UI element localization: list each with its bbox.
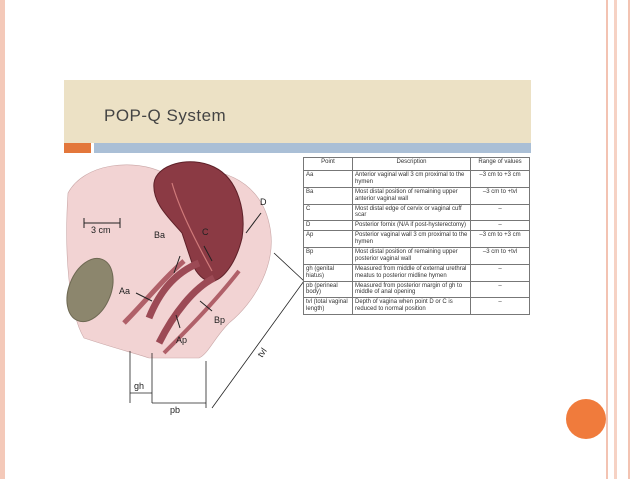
- label-pb: pb: [170, 405, 180, 415]
- table-row: C Most distal edge of cervix or vaginal …: [303, 203, 530, 222]
- pelvic-anatomy-diagram: 3 cm Ba C D Aa Bp Ap tvl gh pb: [66, 161, 304, 415]
- header-point: Point: [303, 157, 353, 171]
- cell-description: Measured from middle of external urethra…: [352, 263, 471, 282]
- cell-point: C: [303, 203, 353, 222]
- cell-range: –: [470, 280, 530, 299]
- cell-description: Anterior vaginal wall 3 cm proximal to t…: [352, 170, 471, 188]
- header-description: Description: [352, 157, 471, 171]
- cell-description: Measured from posterior margin of gh to …: [352, 280, 471, 299]
- cell-range: –3 cm to +3 cm: [470, 230, 530, 249]
- right-border-decoration: [606, 0, 632, 479]
- cell-range: –: [470, 297, 530, 316]
- cell-description: Posterior vaginal wall 3 cm proximal to …: [352, 230, 471, 249]
- uterus: [153, 161, 244, 282]
- table-row: tvl (total vaginal length) Depth of vagi…: [303, 297, 530, 316]
- popq-table: Point Description Range of values Aa Ant…: [303, 157, 530, 316]
- label-c: C: [202, 227, 209, 237]
- table-row: D Posterior fornix (N/A if post-hysterec…: [303, 220, 530, 232]
- table-row: gh (genital hiatus) Measured from middle…: [303, 263, 530, 282]
- vaginal-canal-anterior: [145, 259, 201, 320]
- cell-description: Most distal position of remaining upper …: [352, 186, 471, 205]
- vaginal-canal-posterior: [155, 274, 216, 345]
- table-row: Ap Posterior vaginal wall 3 cm proximal …: [303, 230, 530, 249]
- cell-point: Ap: [303, 230, 353, 249]
- decorative-orange-circle: [566, 399, 606, 439]
- label-aa: Aa: [119, 286, 130, 296]
- left-border-decoration: [0, 0, 5, 479]
- cell-description: Most distal position of remaining upper …: [352, 247, 471, 265]
- header-range: Range of values: [470, 157, 530, 171]
- label-d: D: [260, 197, 267, 207]
- label-bp: Bp: [214, 315, 225, 325]
- accent-bar-blue: [94, 143, 531, 153]
- cell-range: –: [470, 220, 530, 232]
- cell-description: Most distal edge of cervix or vaginal cu…: [352, 203, 471, 222]
- label-tvl: tvl: [255, 346, 268, 359]
- accent-bar-orange: [64, 143, 91, 153]
- cell-range: –: [470, 263, 530, 282]
- cell-range: –3 cm to +3 cm: [470, 170, 530, 188]
- cell-point: Ba: [303, 186, 353, 205]
- cell-range: –3 cm to +tvl: [470, 247, 530, 265]
- slide-title: POP-Q System: [104, 106, 227, 125]
- pubic-bone: [66, 257, 114, 323]
- label-gh: gh: [134, 381, 144, 391]
- table-row: Ba Most distal position of remaining upp…: [303, 186, 530, 205]
- cell-description: Depth of vagina when point D or C is red…: [352, 297, 471, 316]
- cell-description: Posterior fornix (N/A if post-hysterecto…: [352, 220, 471, 232]
- table-header-row: Point Description Range of values: [303, 157, 530, 171]
- cell-point: Bp: [303, 247, 353, 265]
- table-row: Aa Anterior vaginal wall 3 cm proximal t…: [303, 170, 530, 188]
- table-row: pb (perineal body) Measured from posteri…: [303, 280, 530, 299]
- label-ap: Ap: [176, 335, 187, 345]
- cell-point: tvl (total vaginal length): [303, 297, 353, 316]
- title-banner: [64, 80, 531, 143]
- cell-range: –3 cm to +tvl: [470, 186, 530, 205]
- cell-range: –: [470, 203, 530, 222]
- cell-point: Aa: [303, 170, 353, 188]
- table-row: Bp Most distal position of remaining upp…: [303, 247, 530, 265]
- cell-point: gh (genital hiatus): [303, 263, 353, 282]
- label-ba: Ba: [154, 230, 165, 240]
- cell-point: pb (perineal body): [303, 280, 353, 299]
- label-3cm: 3 cm: [91, 225, 111, 235]
- cell-point: D: [303, 220, 353, 232]
